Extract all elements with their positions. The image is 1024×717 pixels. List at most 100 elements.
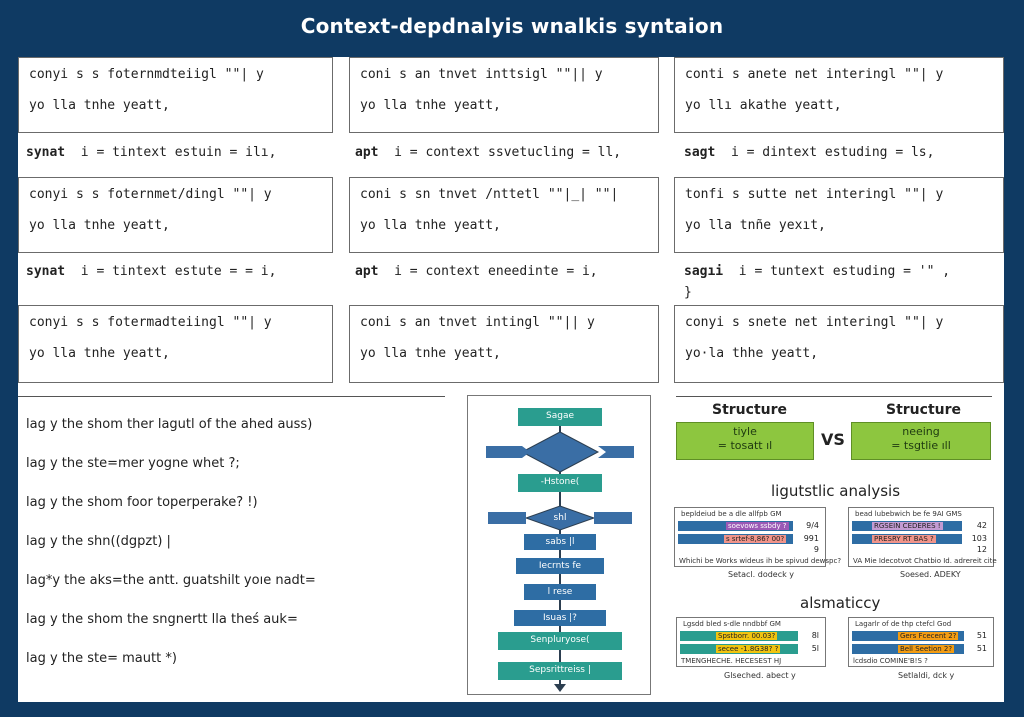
- code-box: coni s an tnvet intingl ""|| y yo lla tn…: [349, 305, 659, 383]
- table-footer: VA Mie Idecotvot Chatbio Id. adrereit ci…: [853, 557, 997, 565]
- divider: [18, 396, 445, 397]
- table-row: Gers Fcecent 2?: [852, 631, 964, 641]
- table-caption: Soesed. ADEKY: [900, 570, 961, 579]
- structure-box-line: = tsgtlie ıll: [891, 439, 951, 452]
- flowchart-connectors: [486, 424, 634, 692]
- arrowhead: [554, 684, 566, 692]
- syntax-line: apt i = context ssvetucling = ll,: [355, 145, 621, 160]
- row-label: secee -1.8G38? ?: [716, 645, 781, 653]
- structure-box-left: tiyle = tosatt ıl: [676, 422, 814, 460]
- code-line: coni s an tnvet inttsigl ""|| y: [360, 67, 603, 82]
- table-row: RGSEIN CEDERES !: [852, 521, 962, 531]
- syntax-line: sagıi i = tuntext estuding = '" ,: [684, 264, 950, 279]
- code-line: coni s an tnvet intingl ""|| y: [360, 315, 595, 330]
- syntax-key: apt: [355, 264, 379, 279]
- code-box: conyi s s fotermadteiingl ""| y yo lla t…: [18, 305, 333, 383]
- table-row: PRESRY RT BAS ?: [852, 534, 962, 544]
- code-line: conyi s s fotermadteiingl ""| y: [29, 315, 272, 330]
- vs-label: VS: [821, 430, 845, 449]
- analysis-table: Lagarlr of de thp ctefcl God Gers Fcecen…: [848, 617, 994, 667]
- row-value: 103: [971, 534, 987, 543]
- flow-node-label: shl: [553, 513, 567, 523]
- code-line: yo lla tnhe yeatt,: [29, 218, 170, 233]
- row-label: Gers Fcecent 2?: [898, 632, 959, 640]
- analysis-table: bepldeiud be a dle allfpb GM soevows ssb…: [674, 507, 841, 567]
- table-caption: Setacl. dodeck y: [728, 570, 795, 579]
- code-box: coni s an tnvet inttsigl ""|| y yo lla t…: [349, 57, 659, 133]
- row-value: 991: [803, 534, 819, 543]
- code-line: yo lla tnñe yexıt,: [685, 218, 826, 233]
- row-value: 12: [976, 545, 987, 554]
- table-row: secee -1.8G38? ?: [680, 644, 798, 654]
- list-item: lag*y the aks=the antt. guatshilt yoıe n…: [26, 573, 316, 588]
- syntax-text: i = tintext estuin = ilı,: [80, 145, 277, 160]
- flowchart: Sagae -Hstone( shl sabs |l Iecrnts fe l …: [467, 395, 651, 695]
- table-row: soevows ssbdy ?: [678, 521, 793, 531]
- flow-node: sabs |l: [524, 534, 596, 550]
- table-footer: TMENGHECHE. HECESEST HJ: [681, 657, 782, 665]
- analysis-table: Lgsdd bled s-dle nndbbf GM Spstborr. 00.…: [676, 617, 826, 667]
- code-box: coni s sn tnvet /nttetl ""|_| ""| yo lla…: [349, 177, 659, 253]
- row-label: PRESRY RT BAS ?: [872, 535, 936, 543]
- flow-node: l rese: [524, 584, 596, 600]
- row-label: Spstborr. 00.03?: [716, 632, 778, 640]
- table-footer: Whichi be Works wideus ih be spivud dews…: [679, 557, 842, 565]
- code-line: yo lla tnhe yeatt,: [360, 218, 501, 233]
- structure-box-line: = tosatt ıl: [717, 439, 773, 452]
- row-value: 9/4: [806, 521, 819, 530]
- decision-diamond: [520, 431, 600, 473]
- row-label: Bell Seetion 2?: [898, 645, 955, 653]
- code-line: yo lla tnhe yeatt,: [29, 346, 170, 361]
- row-label: s srtef-8,86? 00?: [724, 535, 787, 543]
- arrow-right: [594, 512, 632, 524]
- list-item: lag y the shom foor toperperake? !): [26, 495, 258, 510]
- code-line: coni s sn tnvet /nttetl ""|_| ""|: [360, 187, 619, 202]
- structure-box-right: neeing = tsgtlie ıll: [851, 422, 991, 460]
- code-box: conyi s s foternmdteiigl ""| y yo lla tn…: [18, 57, 333, 133]
- code-box: tonfi s sutte net interingl ""| y yo lla…: [674, 177, 1004, 253]
- flow-node: Isuas |?: [514, 610, 606, 626]
- structure-title-right: Structure: [886, 402, 962, 418]
- table-header: bepldeiud be a dle allfpb GM: [681, 510, 782, 518]
- row-label: soevows ssbdy ?: [726, 522, 789, 530]
- page-title: Context-depdnalyis wnalkis syntaion: [300, 14, 724, 38]
- list-item: lag y the ste=mer yogne whet ?;: [26, 456, 240, 471]
- list-item: lag y the ste= mautt *): [26, 651, 177, 666]
- section-title: ligutstlic analysis: [771, 482, 901, 500]
- syntax-text: i = context eneedinte = i,: [394, 264, 598, 279]
- code-line: conyi s s foternmdteiigl ""| y: [29, 67, 264, 82]
- list-item: lag y the shom ther lagutl of the ahed a…: [26, 417, 313, 432]
- syntax-text: i = context ssvetucling = ll,: [394, 145, 622, 160]
- structure-title-left: Structure: [712, 402, 788, 418]
- code-line: conti s anete net interingl ""| y: [685, 67, 944, 82]
- code-line: yo lla tnhe yeatt,: [360, 346, 501, 361]
- code-line: tonfi s sutte net interingl ""| y: [685, 187, 944, 202]
- code-box: conti s anete net interingl ""| y yo llı…: [674, 57, 1004, 133]
- syntax-key: apt: [355, 145, 379, 160]
- syntax-line: synat i = tintext estute = = i,: [26, 264, 276, 279]
- table-header: bead lubebwich be fe 9AI GMS: [855, 510, 962, 518]
- table-header: Lgsdd bled s-dle nndbbf GM: [683, 620, 781, 628]
- arrow-left: [486, 446, 530, 458]
- row-value: 9: [813, 545, 819, 554]
- table-row: Spstborr. 00.03?: [680, 631, 798, 641]
- table-row: s srtef-8,86? 00?: [678, 534, 793, 544]
- flow-node: Sepsrittreiss |: [498, 662, 622, 680]
- code-line: yo llı akathe yeatt,: [685, 98, 842, 113]
- syntax-line: sagt i = dintext estuding = ls,: [684, 145, 934, 160]
- syntax-line: apt i = context eneedinte = i,: [355, 264, 598, 279]
- list-item: lag y the shom the sngnertt lla theś auk…: [26, 612, 298, 627]
- row-label: RGSEIN CEDERES !: [872, 522, 943, 530]
- flow-node: Sagae: [518, 408, 602, 426]
- code-line: conyi s snete net interingl ""| y: [685, 315, 944, 330]
- list-item: lag y the shn((dgpzt) |: [26, 534, 171, 549]
- table-caption: Glseched. abect y: [724, 671, 796, 680]
- syntax-key: sagt: [684, 145, 716, 160]
- code-box: conyi s s foternmet/dingl ""| y yo lla t…: [18, 177, 333, 253]
- arrow-right: [598, 446, 634, 458]
- row-value: 5l: [811, 644, 819, 653]
- structure-box-line: neeing: [902, 425, 940, 438]
- arrow-left: [488, 512, 526, 524]
- syntax-text: i = tuntext estuding = '" ,: [738, 264, 951, 279]
- flow-node: Senpluryose(: [498, 632, 622, 650]
